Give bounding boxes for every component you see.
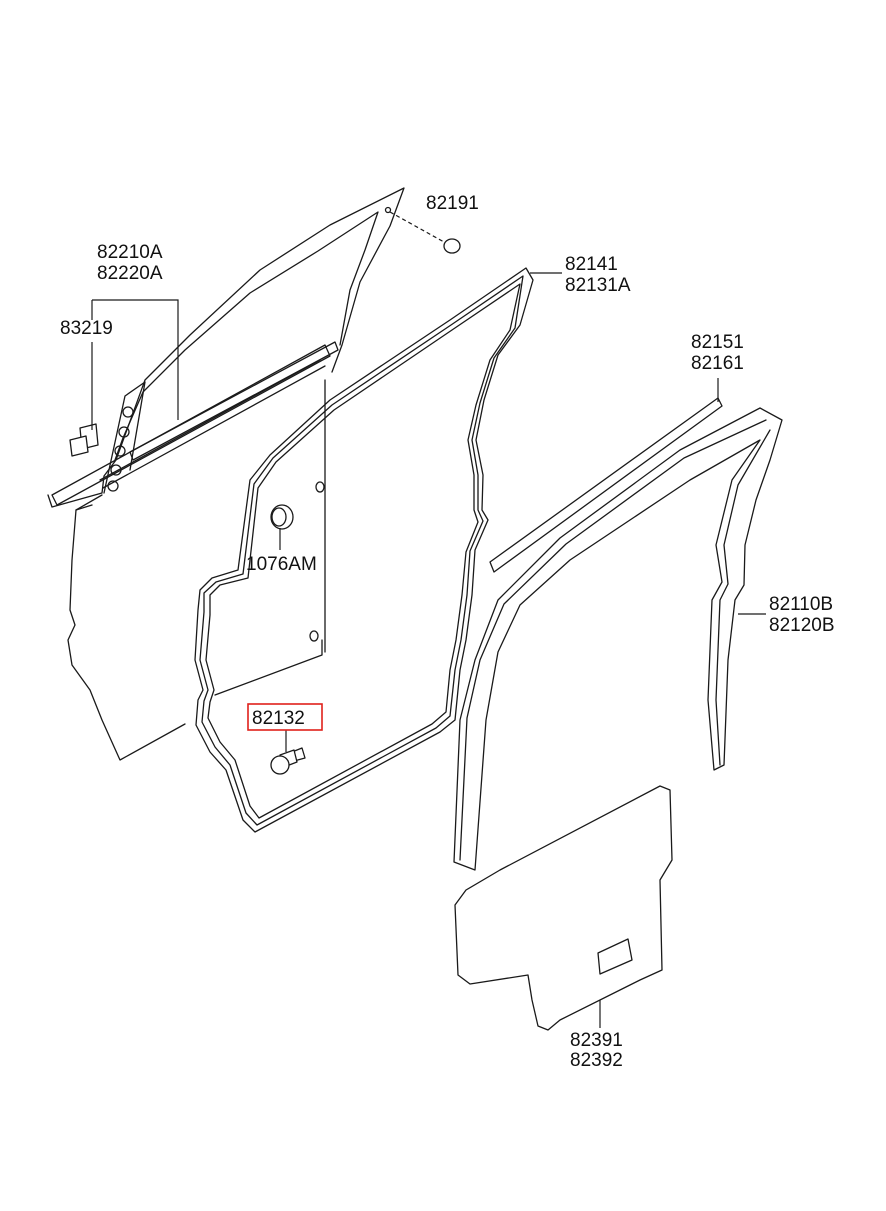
callout-82141-82131A[interactable]: 82141 82131A [565,254,631,296]
part-label-83219[interactable]: 83219 [60,318,113,339]
part-label-82132[interactable]: 82132 [252,708,305,729]
door-shell [47,187,405,761]
callout-1076AM[interactable]: 1076AM [246,554,317,575]
part-label-82141[interactable]: 82141 [565,254,618,275]
part-label-82131A[interactable]: 82131A [565,275,631,296]
part-label-82220A[interactable]: 82220A [97,263,163,284]
plug-1076AM [270,504,294,530]
door-opening-weatherstrip [194,267,534,833]
callout-82151-82161[interactable]: 82151 82161 [691,332,744,374]
door-seal-sheet-82391 [454,785,673,1031]
glass-run-82110B [453,407,783,871]
part-label-82191[interactable]: 82191 [426,193,479,214]
clip-82191 [384,206,461,254]
belt-weatherstrip-82151 [489,397,723,573]
callout-82132[interactable]: 82132 [247,703,323,731]
part-label-1076AM[interactable]: 1076AM [246,554,317,575]
part-label-82110B[interactable]: 82110B [769,594,833,615]
callout-82110B-82120B[interactable]: 82110B 82120B [769,594,835,636]
clip-83219 [69,423,99,457]
callout-82391-82392[interactable]: 82391 82392 [570,1030,623,1071]
selected-part-highlight [247,703,323,731]
part-label-82392[interactable]: 82392 [570,1050,623,1071]
part-label-82391[interactable]: 82391 [570,1030,623,1051]
part-label-82210A[interactable]: 82210A [97,242,163,263]
callout-83219[interactable]: 83219 [60,318,113,339]
callout-82191[interactable]: 82191 [426,193,479,214]
part-label-82120B[interactable]: 82120B [769,615,835,636]
part-label-82161[interactable]: 82161 [691,353,744,374]
callout-82210A-82220A[interactable]: 82210A 82220A [97,242,163,284]
leader-lines [91,272,766,1028]
part-label-82151[interactable]: 82151 [691,332,744,353]
clip-82132 [270,747,306,775]
